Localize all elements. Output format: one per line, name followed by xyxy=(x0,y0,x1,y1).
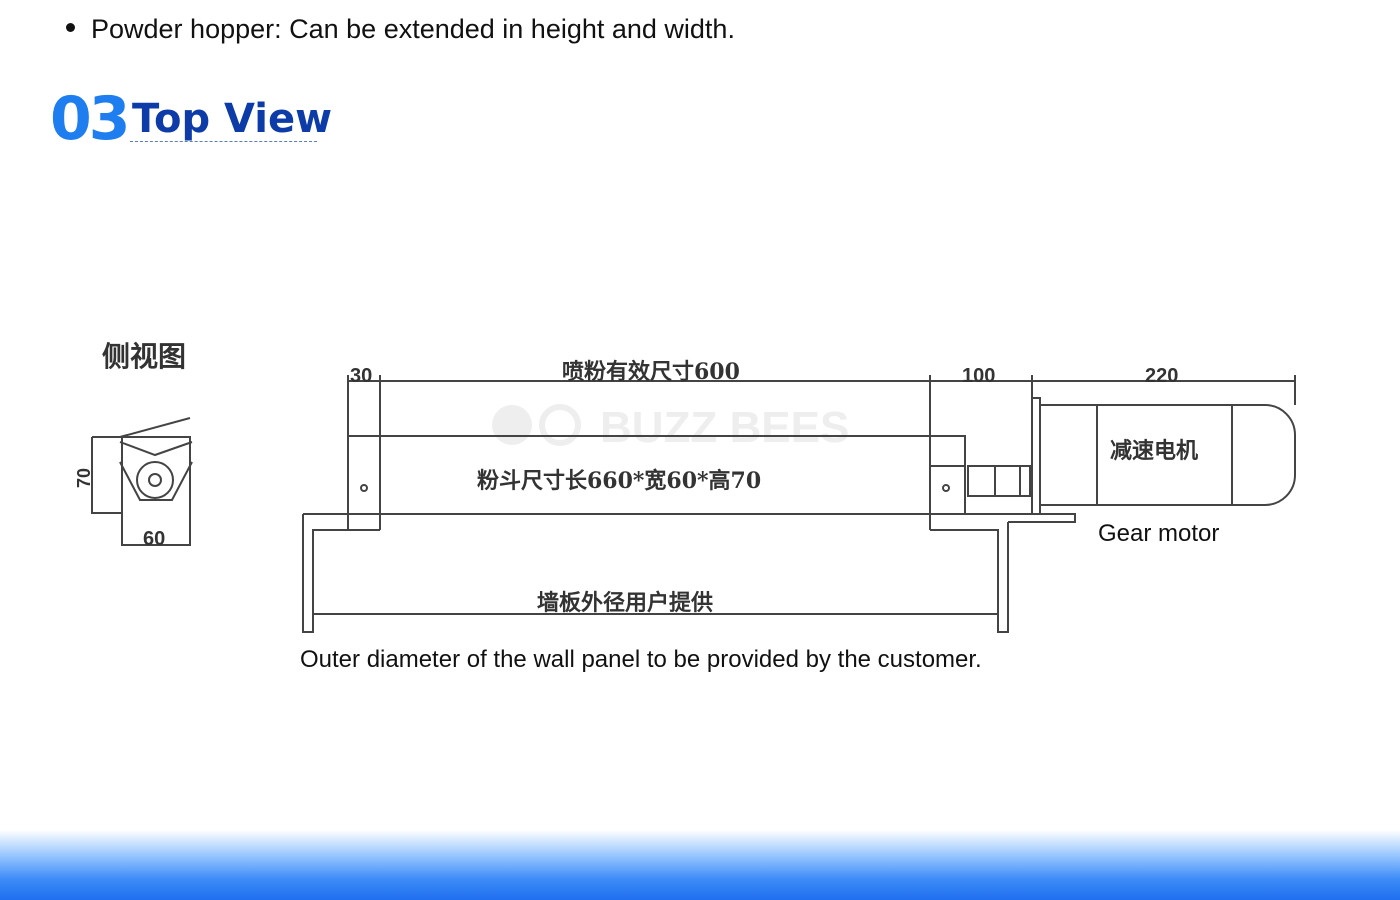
side-view-label: 侧视图 xyxy=(102,340,186,373)
footer-gradient-bar xyxy=(0,830,1400,900)
wall-label: 墙板外径用户提供 xyxy=(537,590,713,616)
motor-label: 减速电机 xyxy=(1110,438,1198,464)
bullet-text: Powder hopper: Can be extended in height… xyxy=(91,14,735,44)
section-title: Top View xyxy=(132,96,333,142)
bullet-dot-icon xyxy=(66,23,75,33)
top-dimension-line xyxy=(347,375,1296,530)
gear-motor-caption: Gear motor xyxy=(1098,520,1220,547)
watermark-logo-icon xyxy=(539,404,581,446)
hopper-body xyxy=(302,435,1076,633)
dim-left: 30 xyxy=(350,365,372,387)
dim-motor: 220 xyxy=(1145,365,1178,387)
dim-right: 100 xyxy=(962,365,995,387)
hopper-size-label: 粉斗尺寸长660*宽60*高70 xyxy=(477,468,761,494)
wall-panel-caption: Outer diameter of the wall panel to be p… xyxy=(300,646,982,673)
gear-motor-drawing xyxy=(967,397,1296,514)
side-height-dim: 70 xyxy=(74,468,94,488)
side-view-drawing xyxy=(91,417,193,546)
title-underline xyxy=(130,141,317,142)
section-number: 03 xyxy=(50,84,130,154)
side-width-dim: 60 xyxy=(143,528,165,550)
watermark: BUZZ BEES xyxy=(600,403,849,452)
bullet-item: Powder hopper: Can be extended in height… xyxy=(66,14,735,45)
dim-effective: 喷粉有效尺寸600 xyxy=(562,359,740,385)
watermark-logo-icon xyxy=(492,405,532,445)
